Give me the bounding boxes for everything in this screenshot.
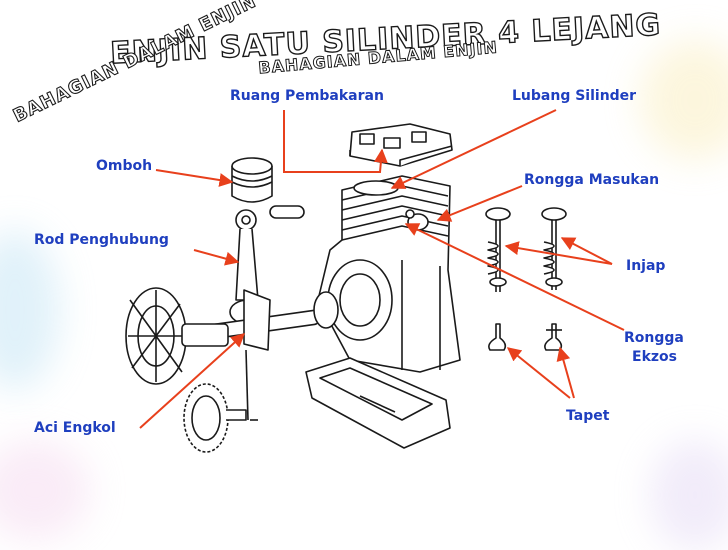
- label-rongga-ekzos-line1: Rongga: [624, 330, 684, 346]
- combustion-chamber-part: [349, 123, 453, 167]
- label-omboh: Omboh: [96, 158, 153, 174]
- piston-part: [231, 157, 273, 203]
- pointer-aci-engkol: [139, 333, 246, 429]
- pointer-ruang-pembakaran: [283, 110, 388, 173]
- piston-pin-part: [269, 205, 305, 219]
- pointer-omboh: [155, 169, 234, 187]
- oil-pan-part: [305, 357, 451, 449]
- crankshaft-part: [199, 289, 339, 421]
- flywheel-part: [125, 287, 229, 385]
- label-rongga-ekzos-line2: Ekzos: [632, 349, 677, 365]
- label-rod-penghubung: Rod Penghubung: [34, 232, 169, 248]
- cam-gear-part: [183, 383, 247, 453]
- pointer-injap-1: [504, 241, 613, 265]
- label-tapet: Tapet: [566, 408, 610, 424]
- label-aci-engkol: Aci Engkol: [34, 420, 116, 436]
- pointer-rod-penghubung: [193, 249, 240, 266]
- pointer-tapet-2: [556, 346, 575, 399]
- valve-part: [485, 207, 511, 292]
- pointer-tapet-1: [506, 347, 571, 399]
- background-decoration: [640, 40, 728, 160]
- pointer-lubang-silinder: [390, 109, 557, 189]
- pointer-rongga-ekzos: [404, 223, 625, 331]
- tappet-part: [488, 323, 507, 351]
- background-decoration: [0, 440, 90, 540]
- pointer-rongga-masukan: [436, 185, 523, 222]
- valve-part: [541, 207, 567, 290]
- tappet-part: [544, 323, 563, 351]
- pointer-injap-2: [560, 237, 613, 265]
- label-ruang-pembakaran: Ruang Pembakaran: [230, 88, 384, 104]
- background-decoration: [650, 440, 728, 550]
- engine-block-part: [317, 175, 461, 373]
- label-injap: Injap: [626, 258, 666, 274]
- label-lubang-silinder: Lubang Silinder: [512, 88, 637, 104]
- label-rongga-masukan: Rongga Masukan: [524, 172, 660, 188]
